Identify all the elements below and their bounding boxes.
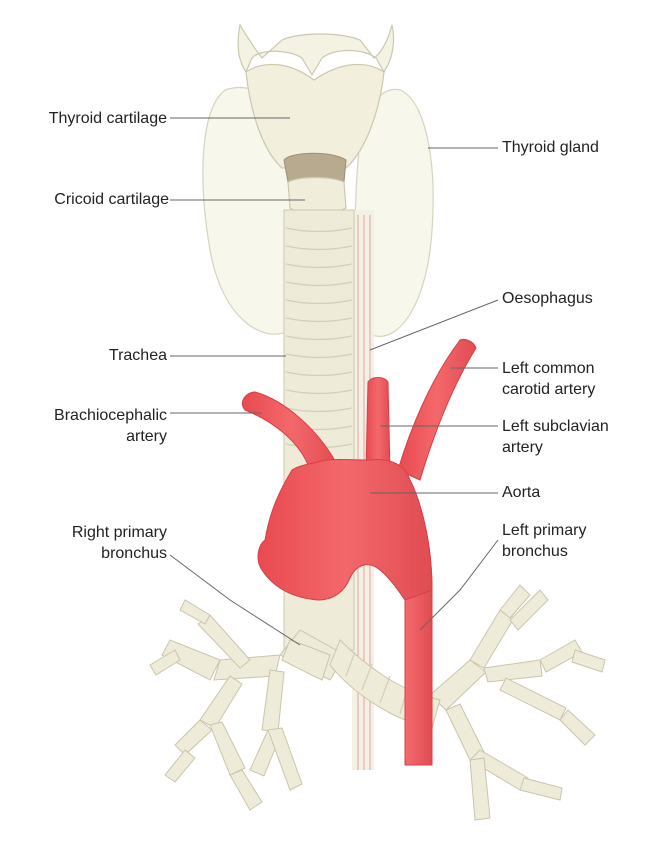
label-left-primary-bronchus: Left primary bronchus — [502, 520, 586, 562]
label-thyroid-cartilage: Thyroid cartilage — [49, 108, 167, 129]
label-thyroid-gland: Thyroid gland — [502, 137, 599, 158]
label-cricoid-cartilage: Cricoid cartilage — [54, 189, 169, 210]
label-oesophagus: Oesophagus — [502, 288, 593, 309]
label-right-primary-bronchus: Right primary bronchus — [72, 522, 167, 564]
label-aorta: Aorta — [502, 482, 540, 503]
label-brachiocephalic-artery: Brachiocephalic artery — [54, 405, 167, 447]
label-left-subclavian-artery: Left subclavian artery — [502, 416, 609, 458]
label-trachea: Trachea — [109, 345, 167, 366]
left-bronchial-tree — [430, 585, 605, 820]
label-left-common-carotid-artery: Left common carotid artery — [502, 358, 595, 400]
cricoid-cartilage — [288, 178, 346, 215]
